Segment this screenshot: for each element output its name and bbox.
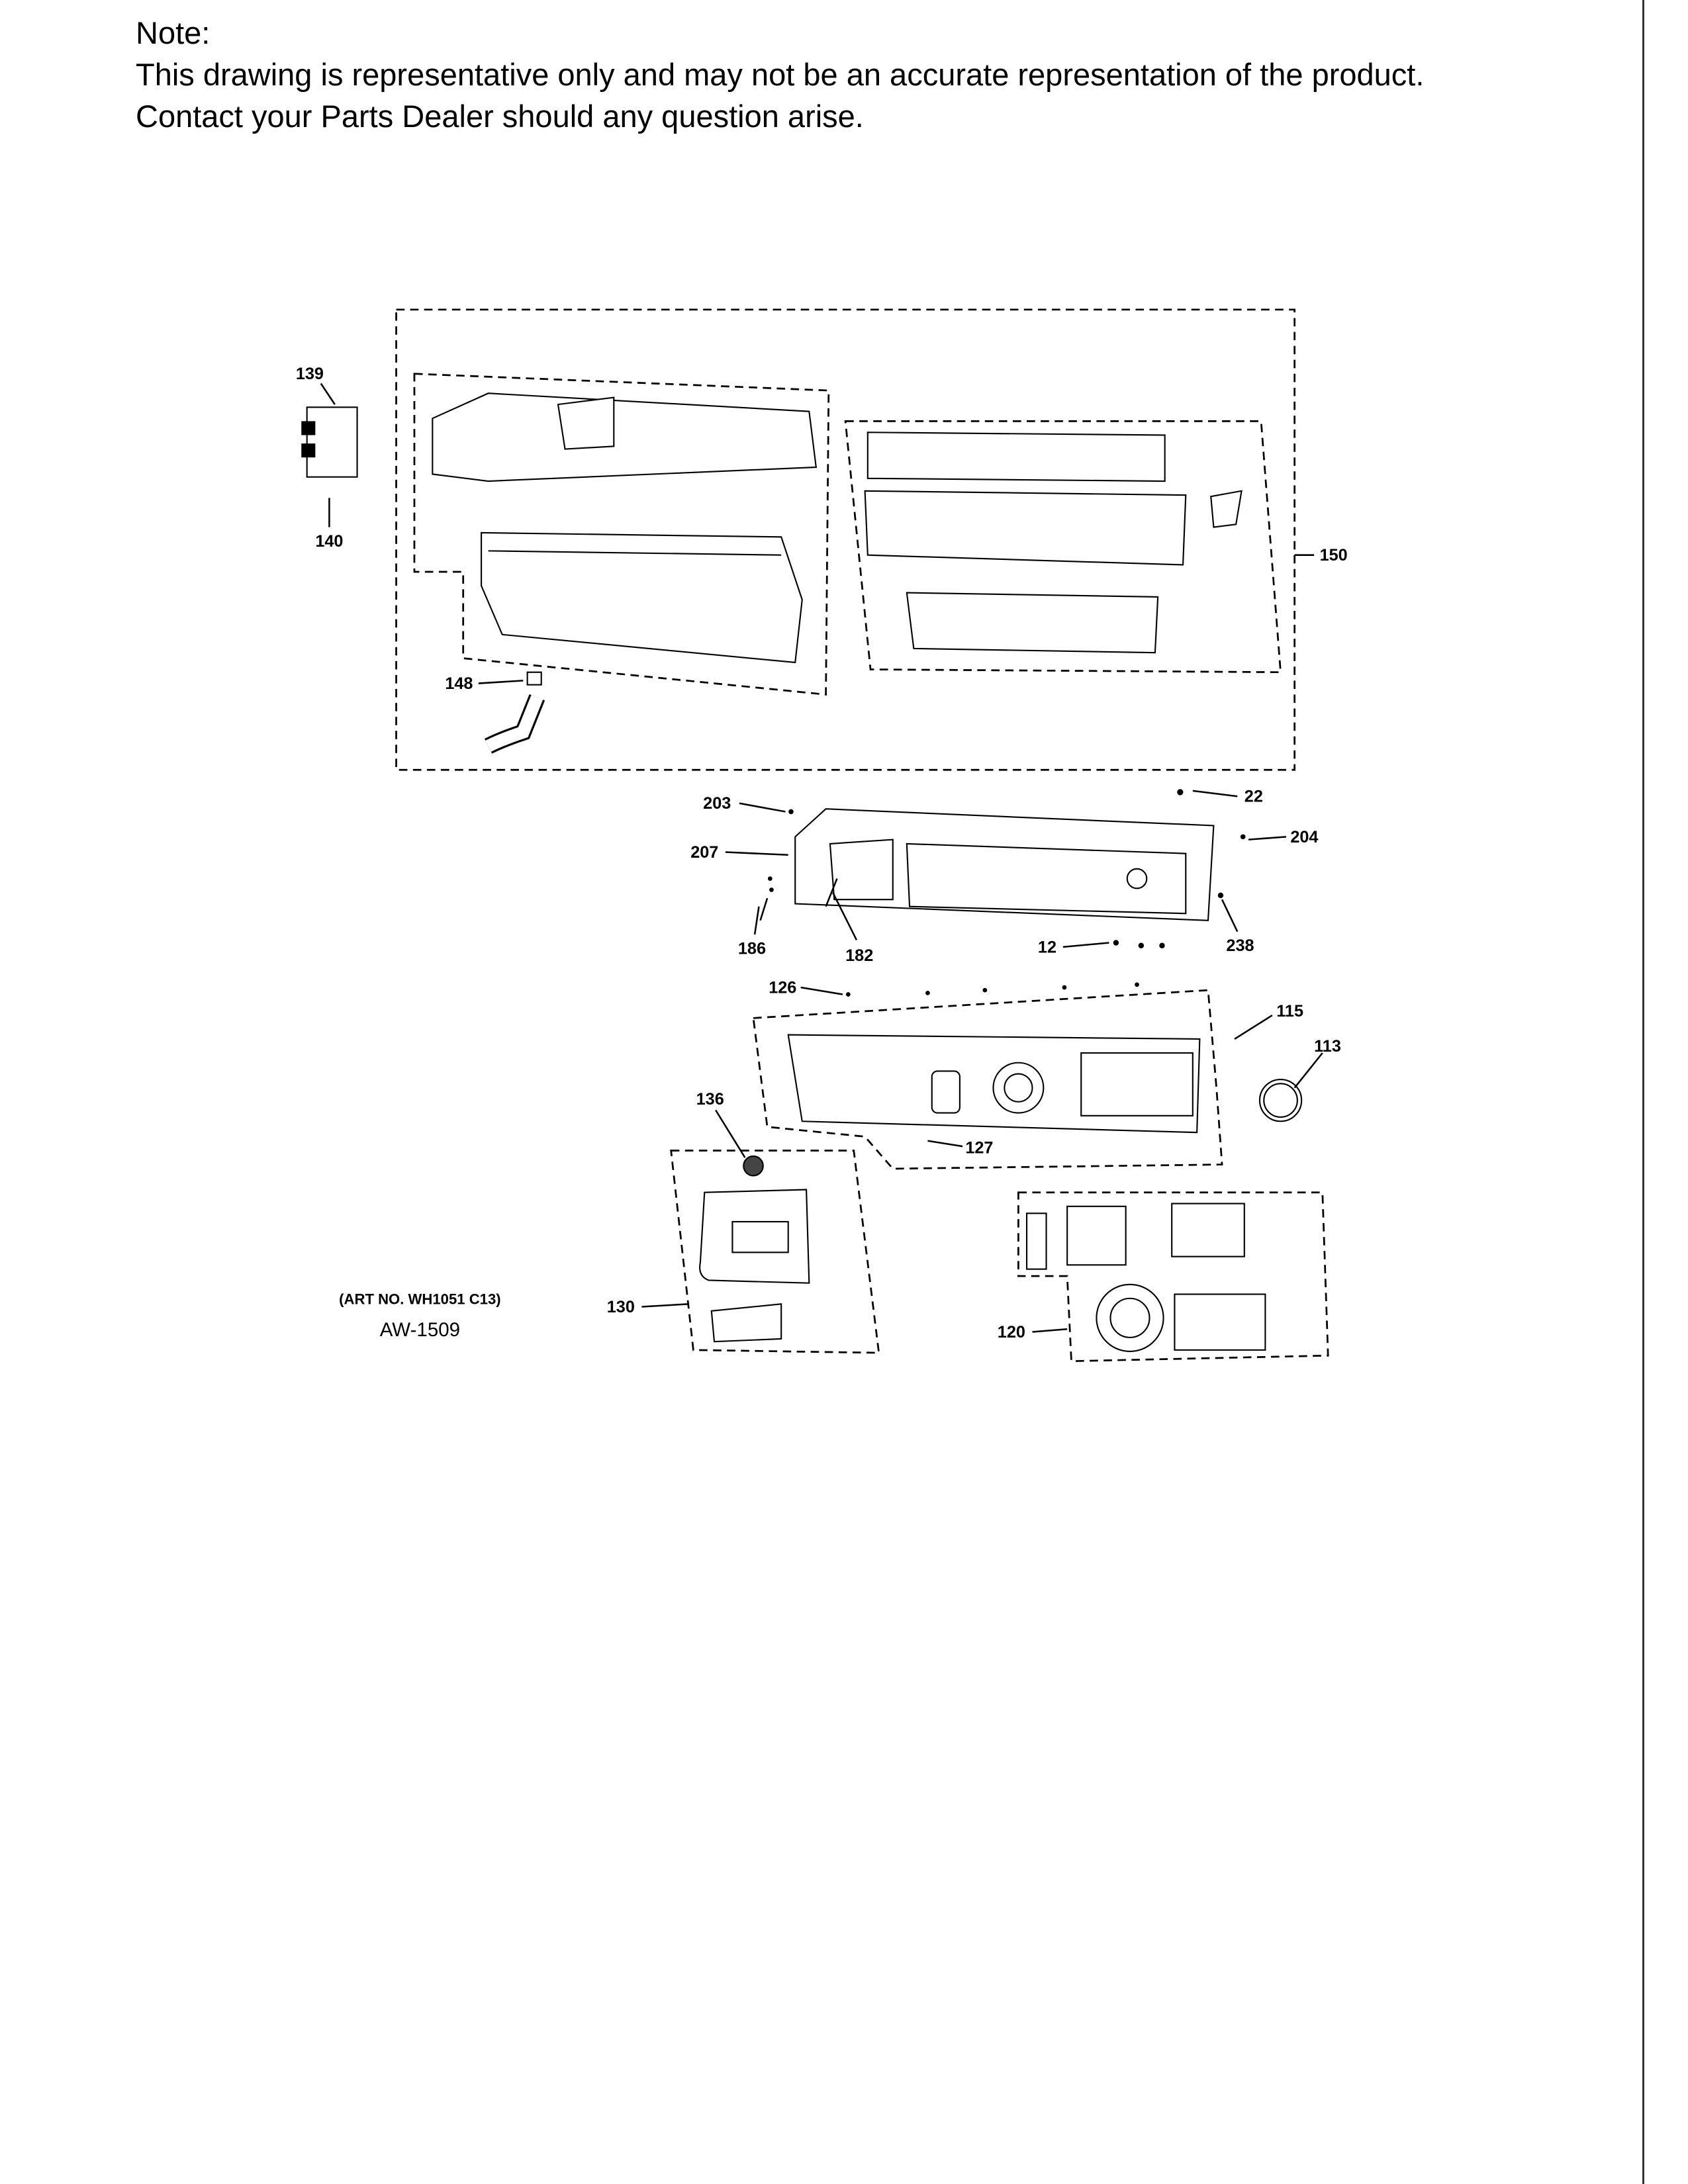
callout-120: 120 — [998, 1323, 1025, 1342]
note-line-2: Contact your Parts Dealer should any que… — [136, 99, 864, 134]
callout-150: 150 — [1320, 546, 1348, 565]
drawing-id: AW-1509 — [380, 1319, 460, 1341]
callout-22: 22 — [1244, 788, 1263, 806]
screw-182 — [825, 878, 838, 907]
callout-140: 140 — [315, 532, 343, 551]
leader-lines — [320, 383, 1323, 1333]
callout-203: 203 — [703, 794, 731, 813]
drawer-housing-top-part — [432, 392, 818, 482]
note-line-1: This drawing is representative only and … — [136, 57, 1425, 92]
callout-127: 127 — [965, 1139, 993, 1158]
subgroup-box-drawer — [844, 420, 1282, 674]
callout-186: 186 — [738, 939, 766, 958]
drawer-housing-bottom-part — [481, 531, 803, 664]
callout-207: 207 — [690, 843, 718, 862]
callout-204: 204 — [1290, 828, 1318, 846]
control-panel-frame-part — [794, 808, 1215, 921]
control-panel-part — [787, 1034, 1201, 1134]
callout-238: 238 — [1226, 936, 1254, 955]
callout-148: 148 — [445, 674, 473, 693]
screws-small — [767, 789, 1246, 997]
detergent-drawer-part — [864, 432, 1243, 654]
drawer-handle-part — [699, 1155, 810, 1343]
hose-part — [484, 671, 545, 754]
callout-126: 126 — [769, 978, 796, 997]
group-box-120 — [1017, 1191, 1329, 1363]
callout-113: 113 — [1314, 1037, 1341, 1056]
callout-130: 130 — [607, 1298, 635, 1316]
screw-186 — [759, 897, 769, 921]
callout-115: 115 — [1276, 1002, 1303, 1021]
group-box-115 — [752, 989, 1223, 1170]
callout-139: 139 — [296, 365, 324, 383]
knob-part — [1258, 1078, 1303, 1122]
callout-136: 136 — [696, 1090, 724, 1109]
subgroup-box-drawer-housing — [413, 373, 830, 696]
inlet-valve-part — [301, 406, 358, 478]
control-board-part — [1025, 1203, 1266, 1353]
art-number: (ART NO. WH1051 C13) — [339, 1291, 500, 1307]
page-edge-line — [1642, 0, 1644, 2184]
callout-12: 12 — [1038, 938, 1056, 956]
disclaimer-note: Note: This drawing is representative onl… — [136, 12, 1424, 137]
callout-182: 182 — [845, 946, 873, 965]
note-heading: Note: — [136, 15, 211, 50]
group-box-150 — [395, 308, 1296, 771]
